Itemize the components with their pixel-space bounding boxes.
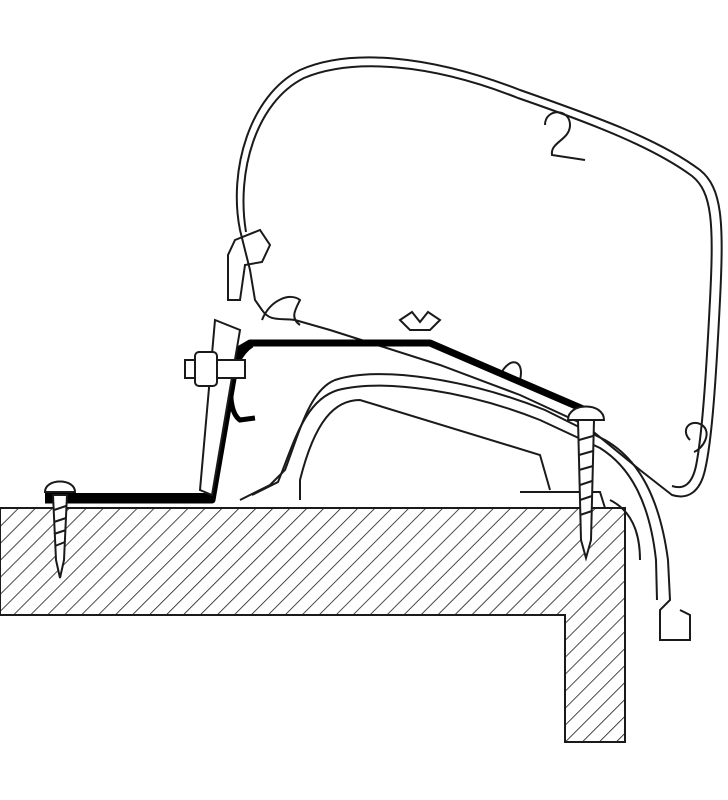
right-screw (566, 405, 606, 562)
awning-housing (227, 56, 723, 498)
adapter-bracket (45, 339, 592, 504)
base-plate-ribs (45, 493, 215, 499)
roof-wall-section (0, 507, 626, 743)
mounting-bolt (184, 318, 246, 497)
left-screw (43, 480, 77, 579)
bracket-hook (228, 342, 256, 423)
roof-rail-profile (239, 373, 691, 641)
